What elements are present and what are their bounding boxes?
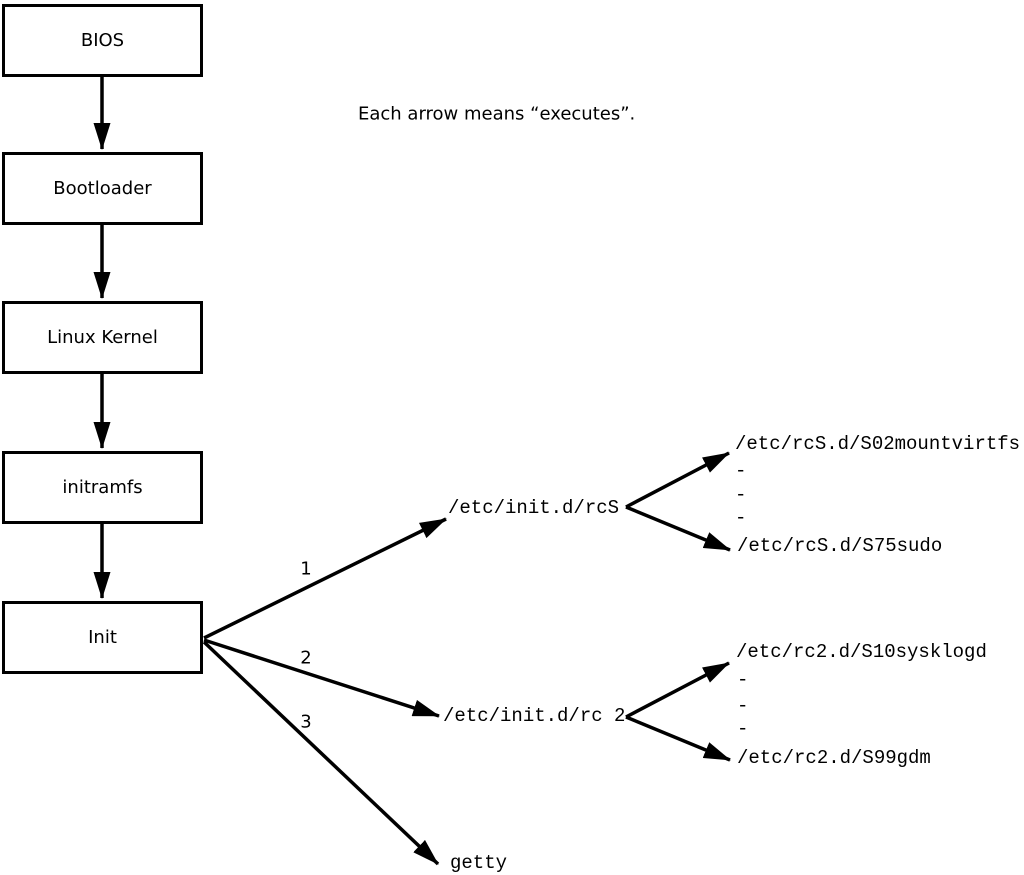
dash-item: - — [735, 507, 747, 529]
arrow-rc2-to-s10sysklogd — [625, 661, 730, 719]
dash-item: - — [735, 460, 747, 482]
node-linux-kernel-label: Linux Kernel — [47, 327, 158, 348]
node-initramfs: initramfs — [2, 451, 203, 524]
arrow-init-to-getty — [202, 640, 440, 866]
arrow-rc2-to-s99gdm — [625, 715, 731, 762]
node-bootloader: Bootloader — [2, 152, 203, 225]
arrow-init-to-rc2 — [203, 638, 440, 718]
node-init: Init — [2, 601, 203, 674]
child-label-s02mountvirtfs: /etc/rcS.d/S02mountvirtfs — [735, 433, 1021, 455]
child-label-s10sysklogd: /etc/rc2.d/S10sysklogd — [736, 641, 987, 663]
dash-item: - — [737, 695, 749, 717]
dash-item: - — [735, 484, 747, 506]
branch-number-1: 1 — [300, 558, 312, 580]
node-init-label: Init — [88, 627, 117, 648]
arrow-init-to-rcs — [203, 517, 447, 640]
node-bios-label: BIOS — [80, 30, 125, 51]
arrow-rcs-to-s02mountvirtfs — [625, 451, 730, 509]
branch-number-2: 2 — [300, 647, 312, 669]
target-label-rcs: /etc/init.d/rcS — [448, 497, 620, 519]
dash-item: - — [737, 669, 749, 691]
arrow-rcs-to-s75sudo — [625, 505, 731, 552]
node-bootloader-label: Bootloader — [53, 178, 152, 199]
node-linux-kernel: Linux Kernel — [2, 301, 203, 374]
child-label-s75sudo: /etc/rcS.d/S75sudo — [737, 535, 943, 557]
child-label-s99gdm: /etc/rc2.d/S99gdm — [737, 747, 931, 769]
target-label-rc2: /etc/init.d/rc 2 — [443, 705, 626, 727]
node-initramfs-label: initramfs — [62, 477, 143, 498]
dash-item: - — [737, 718, 749, 740]
target-label-getty: getty — [450, 852, 508, 874]
node-bios: BIOS — [2, 4, 203, 77]
branch-number-3: 3 — [300, 711, 312, 733]
diagram-caption: Each arrow means “executes”. — [358, 103, 636, 125]
